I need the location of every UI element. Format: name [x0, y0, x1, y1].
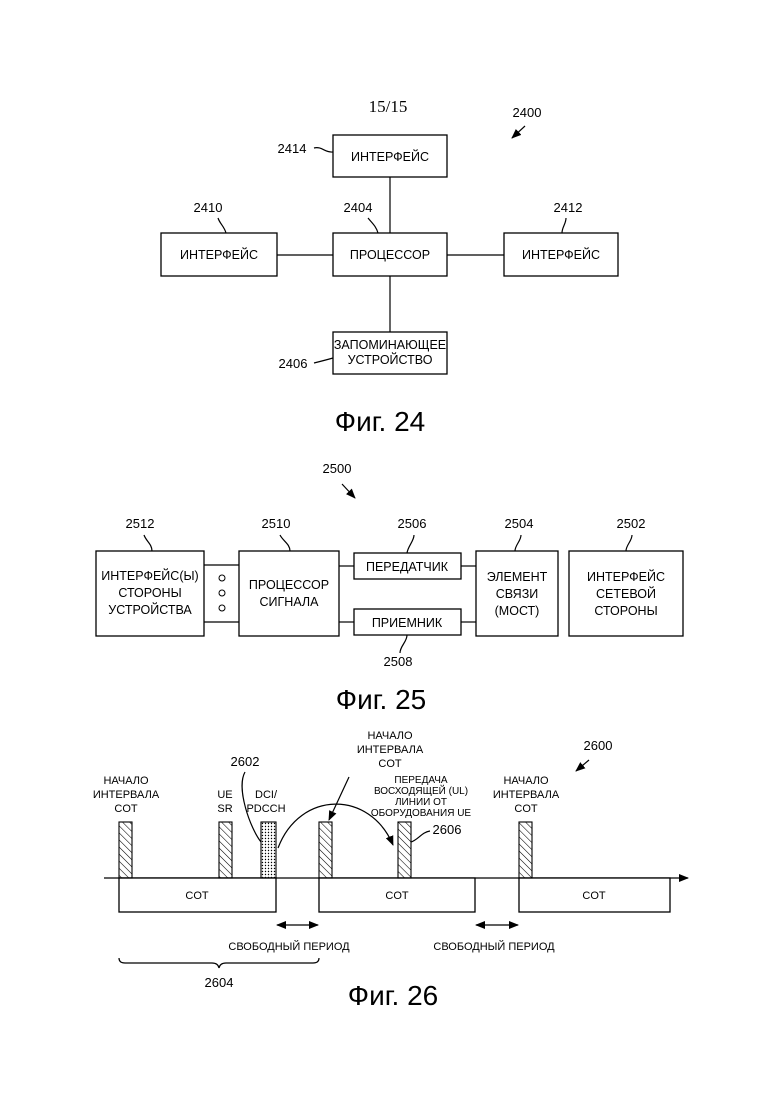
cot-label-1: COT — [185, 890, 209, 902]
comm-label-1: ЭЛЕМЕНТ — [487, 570, 548, 584]
memory-label-1: ЗАПОМИНАЮЩЕЕ — [334, 338, 446, 352]
dci-1: DCI/ — [255, 789, 278, 801]
ref-2510: 2510 — [262, 516, 291, 531]
ref-2512-leader — [144, 535, 152, 551]
dot-2 — [219, 590, 225, 596]
ref-2502: 2502 — [617, 516, 646, 531]
device-if-label-1: ИНТЕРФЕЙС(Ы) — [101, 568, 198, 583]
cot-start-mid-2: ИНТЕРВАЛА — [357, 744, 424, 756]
figure-26: 2600 COT COT COT НАЧАЛО ИНТЕРВАЛА COT UE… — [93, 730, 688, 1011]
interface-right-label: ИНТЕРФЕЙС — [522, 247, 600, 262]
cot-start-mid-3: COT — [378, 758, 402, 770]
device-if-label-2: СТОРОНЫ — [118, 586, 181, 600]
dot-3 — [219, 605, 225, 611]
ref-2506: 2506 — [398, 516, 427, 531]
fig24-caption: Фиг. 24 — [335, 406, 425, 437]
cot-start-right-1: НАЧАЛО — [503, 775, 549, 787]
cot-start-left-1: НАЧАЛО — [103, 775, 149, 787]
ref-2504: 2504 — [505, 516, 534, 531]
ul-label-1: ПЕРЕДАЧА — [394, 775, 448, 786]
signal-proc-label-2: СИГНАЛА — [260, 595, 320, 609]
ue-sr-2: SR — [217, 803, 232, 815]
pulse-ul-transmission — [398, 822, 411, 878]
cot-start-mid-arrow — [329, 777, 349, 820]
ref-2410-leader — [218, 218, 226, 233]
ref-2508-leader — [400, 635, 407, 653]
dci-2: PDCCH — [246, 803, 285, 815]
ref-2510-leader — [280, 535, 290, 551]
ref-2400-arrow — [512, 126, 525, 138]
pulse-ue-sr — [219, 822, 232, 878]
network-if-label-3: СТОРОНЫ — [594, 604, 657, 618]
ref-2504-leader — [515, 535, 521, 551]
ref-2500-arrow — [342, 484, 355, 498]
pulse-cot-start-2 — [319, 822, 332, 878]
pulse-dci-pdcch — [261, 822, 276, 878]
device-if-label-3: УСТРОЙСТВА — [108, 602, 192, 617]
interface-left-label: ИНТЕРФЕЙС — [180, 247, 258, 262]
cot-start-right-2: ИНТЕРВАЛА — [493, 789, 560, 801]
signal-proc-label-1: ПРОЦЕССОР — [249, 578, 329, 592]
ref-2500: 2500 — [323, 461, 352, 476]
signal-processor-box — [239, 551, 339, 636]
idle-period-label-1: СВОБОДНЫЙ ПЕРИОД — [228, 940, 350, 953]
ref-2602: 2602 — [231, 754, 260, 769]
page-number: 15/15 — [369, 97, 408, 116]
ref-2406: 2406 — [279, 356, 308, 371]
ref-2404-leader — [368, 218, 378, 233]
ref-2512: 2512 — [126, 516, 155, 531]
idle-period-label-2: СВОБОДНЫЙ ПЕРИОД — [433, 940, 555, 953]
ref-2412-leader — [562, 218, 566, 233]
ref-2606-leader — [411, 831, 430, 842]
comm-label-2: СВЯЗИ — [496, 587, 539, 601]
cot-start-mid-1: НАЧАЛО — [367, 730, 413, 742]
ul-label-2: ВОСХОДЯЩЕЙ (UL) — [374, 784, 468, 797]
fig26-caption: Фиг. 26 — [348, 980, 438, 1011]
ref-2406-leader — [314, 358, 333, 363]
ref-2506-leader — [407, 535, 414, 553]
receiver-label: ПРИЕМНИК — [372, 616, 443, 630]
processor-label: ПРОЦЕССОР — [350, 248, 430, 262]
ue-sr-1: UE — [217, 789, 232, 801]
ref-2412: 2412 — [554, 200, 583, 215]
dot-1 — [219, 575, 225, 581]
network-if-label-2: СЕТЕВОЙ — [596, 586, 656, 601]
ref-2604: 2604 — [205, 975, 234, 990]
interface-top-label: ИНТЕРФЕЙС — [351, 149, 429, 164]
memory-label-2: УСТРОЙСТВО — [348, 352, 433, 367]
figure-25: 2500 ИНТЕРФЕЙС(Ы) СТОРОНЫ УСТРОЙСТВА ПРО… — [96, 461, 683, 715]
ref-2606: 2606 — [433, 822, 462, 837]
cot-start-left-2: ИНТЕРВАЛА — [93, 789, 160, 801]
ref-2414-leader — [314, 148, 333, 152]
ref-2600-arrow — [576, 760, 589, 771]
cot-start-right-3: COT — [514, 803, 538, 815]
ref-2502-leader — [626, 535, 632, 551]
ref-2508: 2508 — [384, 654, 413, 669]
pulse-cot-start-3 — [519, 822, 532, 878]
network-if-label-1: ИНТЕРФЕЙС — [587, 569, 665, 584]
cot-start-left-3: COT — [114, 803, 138, 815]
span-brace — [119, 958, 319, 968]
ref-2600: 2600 — [584, 738, 613, 753]
ref-2410: 2410 — [194, 200, 223, 215]
pulse-cot-start-1 — [119, 822, 132, 878]
cot-label-3: COT — [582, 890, 606, 902]
ref-2414: 2414 — [278, 141, 307, 156]
ref-2400: 2400 — [513, 105, 542, 120]
ul-label-4: ОБОРУДОВАНИЯ UE — [371, 808, 472, 819]
cot-label-2: COT — [385, 890, 409, 902]
ref-2404: 2404 — [344, 200, 373, 215]
figure-24: 2400 ИНТЕРФЕЙС ИНТЕРФЕЙС ПРОЦЕССОР ИНТЕР… — [161, 105, 618, 437]
fig25-caption: Фиг. 25 — [336, 684, 426, 715]
comm-label-3: (МОСТ) — [495, 604, 540, 618]
ul-label-3: ЛИНИИ ОТ — [395, 797, 447, 808]
transmitter-label: ПЕРЕДАТЧИК — [366, 560, 449, 574]
